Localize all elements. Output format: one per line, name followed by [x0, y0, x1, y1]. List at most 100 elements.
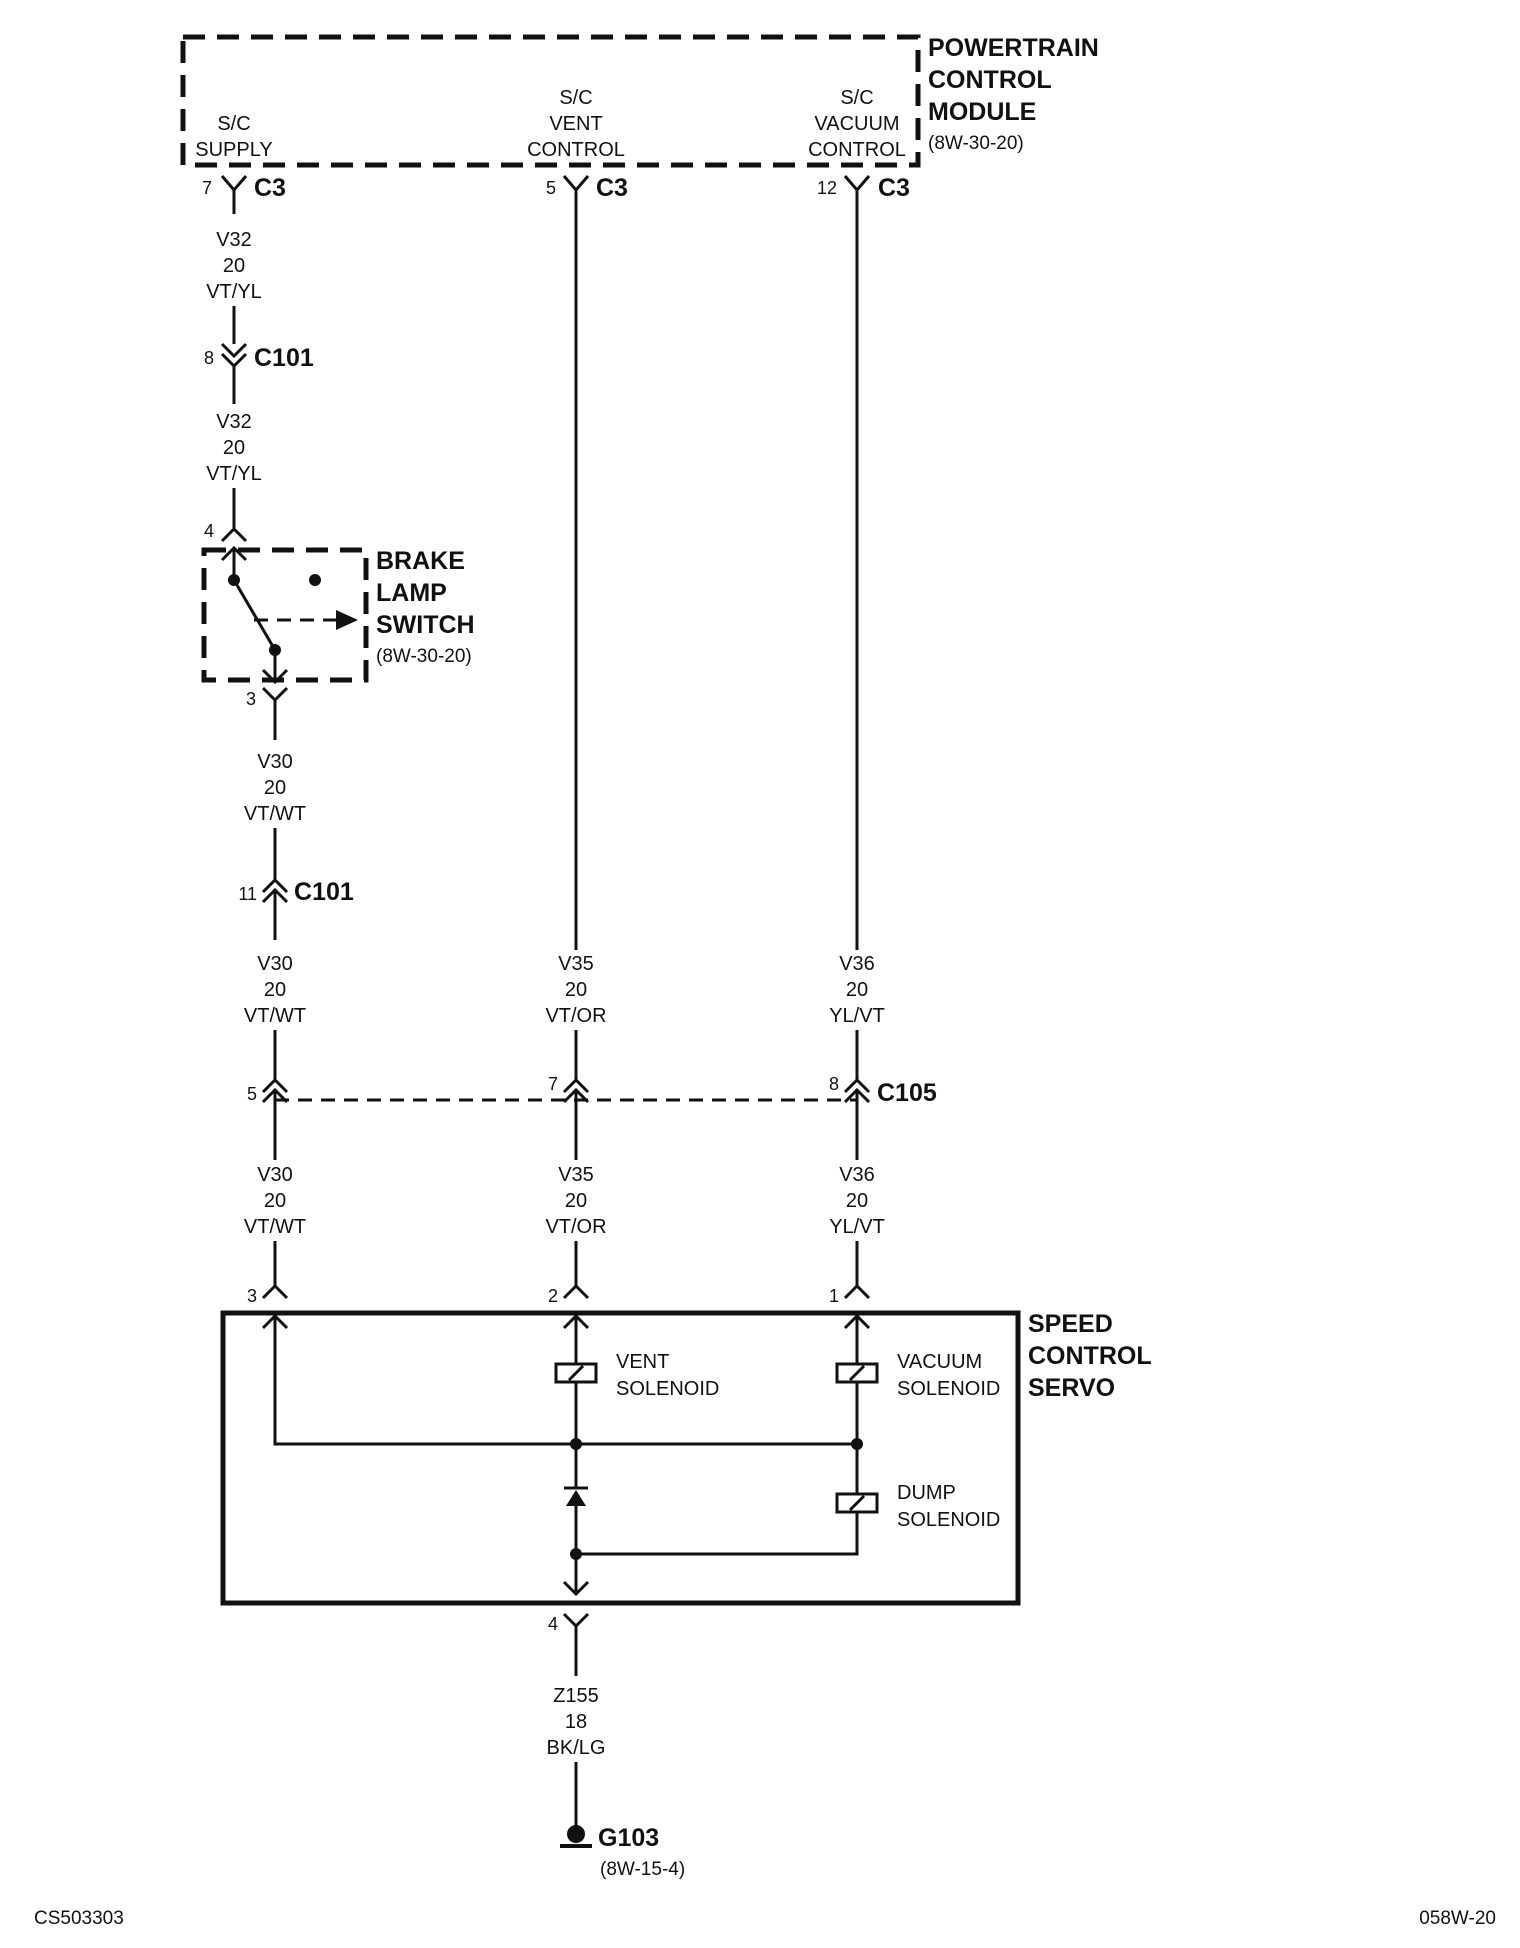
pcm-pin1-label-2: SUPPLY — [195, 139, 272, 161]
vacuum-solenoid-slash — [848, 1364, 866, 1382]
pcm-c3-terminal-7 — [220, 175, 248, 214]
wire-v30b-gauge: 20 — [264, 979, 286, 1001]
pcm-pin1-label-1: S/C — [217, 113, 250, 135]
wire-v35a-gauge: 20 — [565, 979, 587, 1001]
brake-switch-title-3: SWITCH — [376, 611, 475, 639]
c105-pin-7: 7 — [548, 1074, 558, 1094]
wire-v32a-color: VT/YL — [206, 281, 262, 303]
pcm-title-1: POWERTRAIN — [928, 34, 1099, 62]
wire-v36b-circuit: V36 — [839, 1164, 875, 1186]
c101-top-name: C101 — [254, 344, 314, 372]
wire-v30b-circuit: V30 — [257, 953, 293, 975]
c105-name: C105 — [877, 1079, 937, 1107]
wire-v32b-circuit: V32 — [216, 411, 252, 433]
wire-v32b-gauge: 20 — [223, 437, 245, 459]
pcm-pin-5: 5 — [546, 178, 556, 198]
pcm-pin2-label-2: VENT — [549, 113, 602, 135]
dump-solenoid-label-2: SOLENOID — [897, 1509, 1000, 1531]
brake-switch-pin-in: 4 — [204, 521, 214, 541]
servo-outline — [220, 1310, 1021, 1606]
ground-name: G103 — [598, 1824, 659, 1852]
pcm-conn-c3-1: C3 — [254, 174, 286, 202]
servo-vacuum-feed — [843, 1313, 871, 1364]
pcm-pin-12: 12 — [817, 178, 837, 198]
brake-switch-pin4-terminal — [220, 526, 248, 543]
wire-v35b-color: VT/OR — [545, 1216, 606, 1238]
servo-vent-feed — [562, 1313, 590, 1364]
brake-switch-pin-out: 3 — [246, 689, 256, 709]
pcm-pin2-label-3: CONTROL — [527, 139, 625, 161]
servo-pin1-terminal — [843, 1283, 871, 1300]
dump-solenoid-return — [576, 1512, 859, 1556]
wire-v30c-color: VT/WT — [244, 1216, 306, 1238]
wire-v32b-color: VT/YL — [206, 463, 262, 485]
servo-pin2-terminal — [562, 1283, 590, 1300]
wire-v30a-circuit: V30 — [257, 751, 293, 773]
pcm-title-3: MODULE — [928, 98, 1036, 126]
c101-top-pin: 8 — [204, 348, 214, 368]
pcm-title-2: CONTROL — [928, 66, 1052, 94]
wire-v36b-gauge: 20 — [846, 1190, 868, 1212]
wire-v30c-circuit: V30 — [257, 1164, 293, 1186]
brake-switch-arrow-icon — [336, 610, 358, 630]
wire-v30c-gauge: 20 — [264, 1190, 286, 1212]
pcm-pin2-label-1: S/C — [559, 87, 592, 109]
brake-switch-inner-terminal-bottom — [261, 668, 289, 685]
brake-switch-contact-open — [309, 574, 321, 586]
footer-left-code: CS503303 — [34, 1908, 124, 1929]
servo-title-3: SERVO — [1028, 1374, 1115, 1402]
wire-z155-color: BK/LG — [547, 1737, 606, 1759]
wire-v36b-color: YL/VT — [829, 1216, 885, 1238]
brake-switch-pin3-terminal — [261, 686, 289, 740]
vent-solenoid-slash — [567, 1364, 585, 1382]
brake-switch-blade — [232, 579, 277, 651]
vacuum-solenoid-label-2: SOLENOID — [897, 1378, 1000, 1400]
c101-top-connector — [220, 342, 248, 404]
c101-bottom-pin: 11 — [238, 884, 257, 904]
servo-junction-2 — [851, 1438, 863, 1450]
servo-junction-3 — [570, 1548, 582, 1560]
wire-v35a-circuit: V35 — [558, 953, 594, 975]
c105-connector-pin7 — [562, 1077, 590, 1160]
c105-connector-pin8 — [843, 1077, 871, 1160]
c105-connector-pin5 — [261, 1077, 289, 1160]
vent-solenoid-label-2: SOLENOID — [616, 1378, 719, 1400]
wire-v32a-gauge: 20 — [223, 255, 245, 277]
wire-v36a-color: YL/VT — [829, 1005, 885, 1027]
servo-pin3-terminal — [261, 1283, 289, 1300]
pcm-pin3-label-1: S/C — [840, 87, 873, 109]
wire-v35b-circuit: V35 — [558, 1164, 594, 1186]
brake-switch-title-2: LAMP — [376, 579, 447, 607]
servo-pin4-terminal — [562, 1612, 590, 1676]
dump-solenoid-label-1: DUMP — [897, 1482, 956, 1504]
brake-switch-outline — [201, 547, 369, 683]
c105-pin-8: 8 — [829, 1074, 839, 1094]
servo-title-1: SPEED — [1028, 1310, 1113, 1338]
wire-v36a-gauge: 20 — [846, 979, 868, 1001]
wire-v35a-color: VT/OR — [545, 1005, 606, 1027]
pcm-c3-terminal-12 — [843, 175, 871, 193]
servo-pin-1: 1 — [829, 1286, 839, 1306]
pcm-conn-c3-2: C3 — [596, 174, 628, 202]
wire-v30a-gauge: 20 — [264, 777, 286, 799]
servo-pin-4: 4 — [548, 1614, 558, 1634]
wire-v30a-color: VT/WT — [244, 803, 306, 825]
diode-icon — [566, 1490, 586, 1506]
c105-pin-5: 5 — [247, 1084, 257, 1104]
pcm-pin-7: 7 — [202, 178, 212, 198]
wire-v32a-circuit: V32 — [216, 229, 252, 251]
c101-bottom-connector — [261, 877, 289, 940]
servo-pin-2: 2 — [548, 1286, 558, 1306]
pcm-ref: (8W-30-20) — [928, 133, 1024, 154]
c101-bottom-name: C101 — [294, 878, 354, 906]
wire-v35b-gauge: 20 — [565, 1190, 587, 1212]
wire-v30b-color: VT/WT — [244, 1005, 306, 1027]
servo-pin-3: 3 — [247, 1286, 257, 1306]
pcm-pin3-label-2: VACUUM — [814, 113, 899, 135]
dump-solenoid-slash — [848, 1494, 866, 1512]
wire-v36a-circuit: V36 — [839, 953, 875, 975]
servo-internal-supply-line — [261, 1313, 857, 1446]
pcm-conn-c3-3: C3 — [878, 174, 910, 202]
pcm-pin3-label-3: CONTROL — [808, 139, 906, 161]
